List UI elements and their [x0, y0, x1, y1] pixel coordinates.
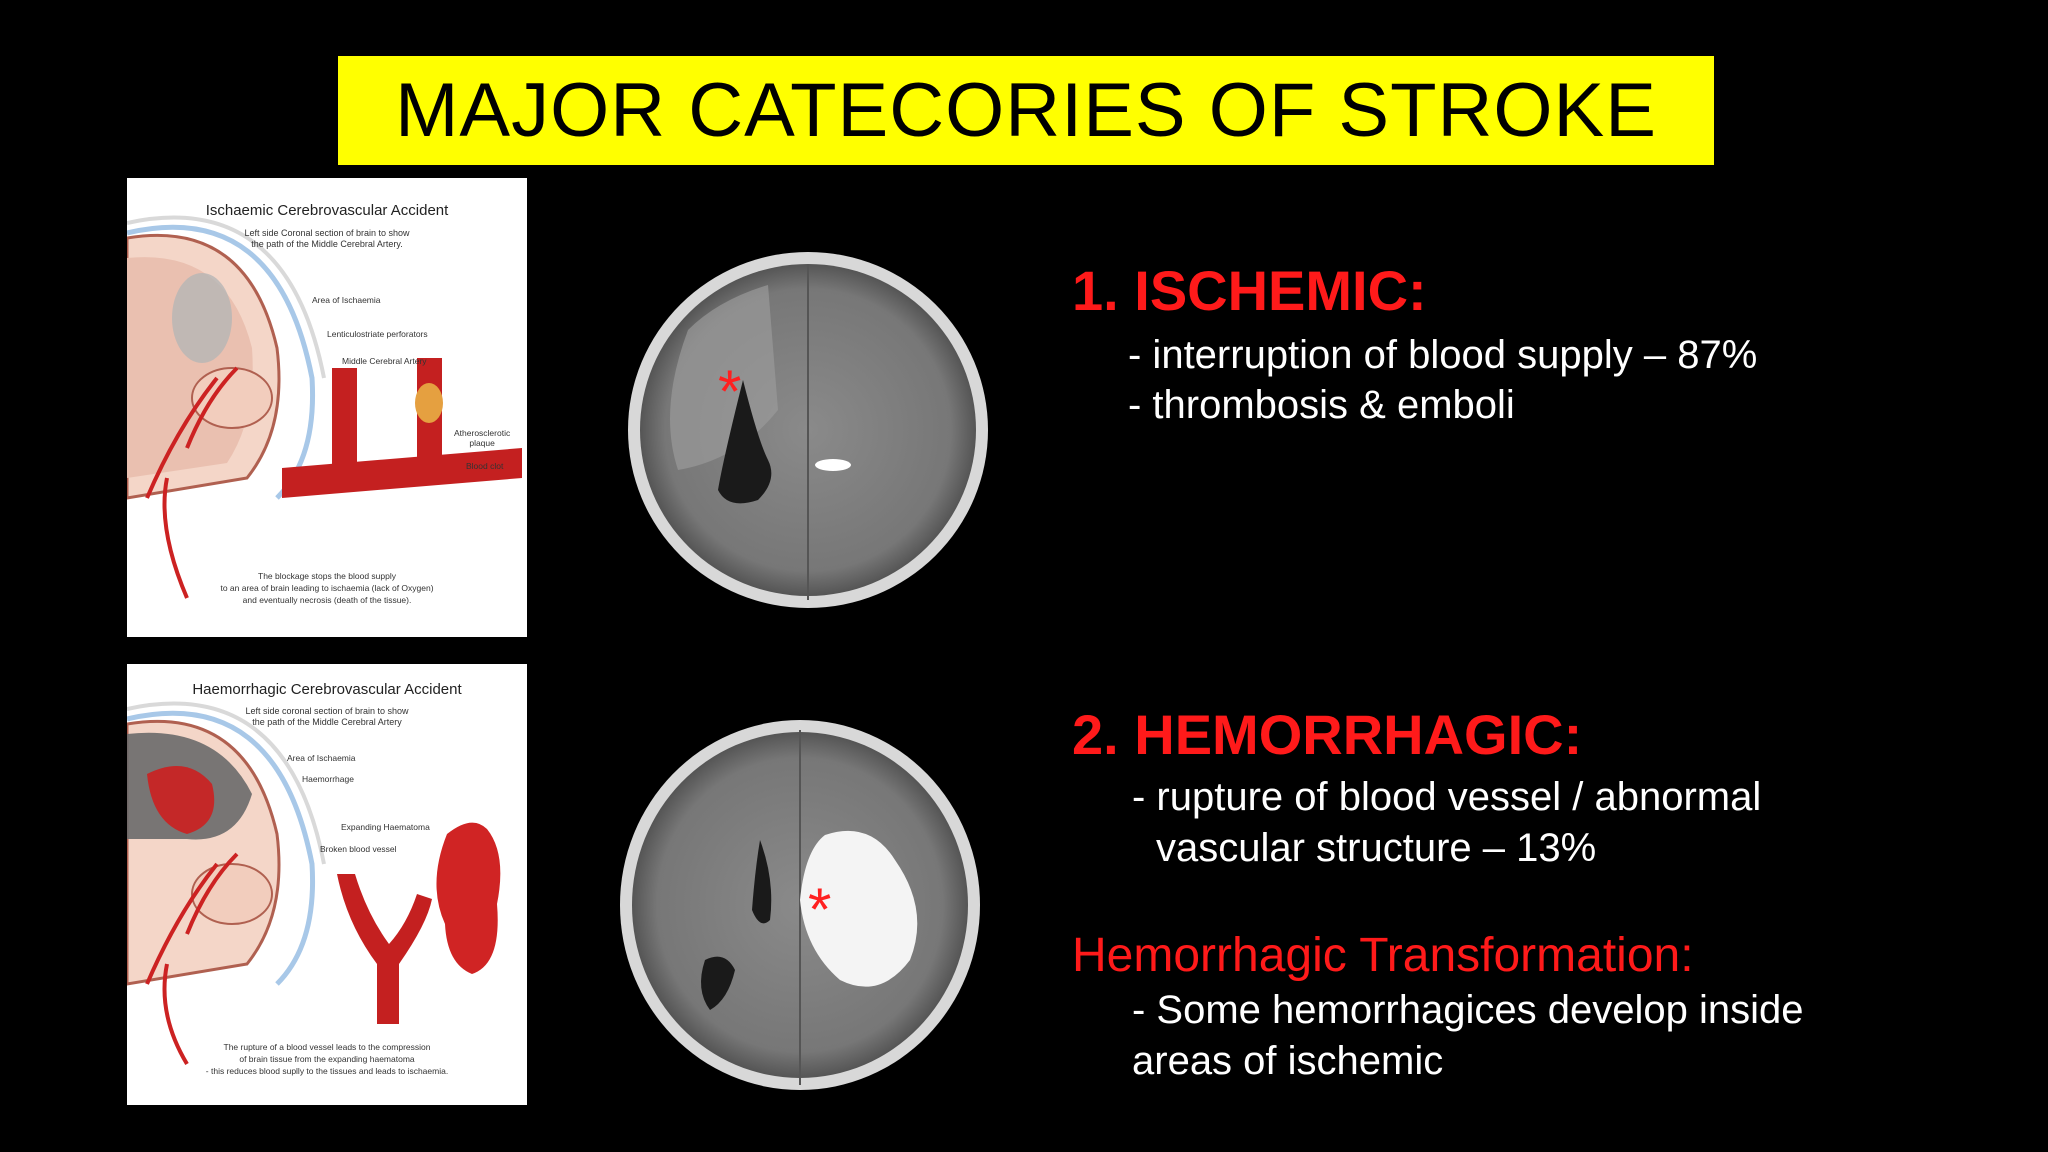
- haemorrhagic-diagram: [127, 701, 501, 1066]
- illustration-subtitle-1: Left side Coronal section of brain to sh…: [244, 228, 410, 238]
- ischaemic-diagram: [127, 215, 522, 599]
- label-haemorrhage: Haemorrhage: [302, 774, 354, 784]
- ischemic-heading: 1. ISCHEMIC:: [1072, 259, 1427, 322]
- illustration-caption-1: The rupture of a blood vessel leads to t…: [223, 1042, 431, 1052]
- illustration-caption-1: The blockage stops the blood supply: [258, 571, 396, 581]
- transformation-line-1: - Some hemorrhagices develop inside: [1132, 988, 1804, 1032]
- ct-lesion-marker: *: [808, 876, 832, 943]
- transformation-line-2: areas of ischemic: [1132, 1039, 1444, 1083]
- ct-scan-ischemic: *: [618, 240, 998, 620]
- label-mca: Middle Cerebral Artery: [342, 356, 427, 366]
- label-athero-line1: Atherosclerotic: [454, 428, 511, 438]
- hemorrhagic-heading: 2. HEMORRHAGIC:: [1072, 703, 1583, 766]
- label-expanding-haematoma: Expanding Haematoma: [341, 822, 430, 832]
- slide-title-bar: MAJOR CATECORIES OF STROKE: [338, 56, 1714, 165]
- ct-scan-hemorrhagic-image: [620, 720, 980, 1090]
- illustration-caption-2: of brain tissue from the expanding haema…: [239, 1054, 415, 1064]
- haemorrhagic-illustration: Haemorrhagic Cerebrovascular Accident Le…: [127, 664, 527, 1105]
- transformation-heading: Hemorrhagic Transformation:: [1072, 929, 1694, 982]
- illustration-caption-3: and eventually necrosis (death of the ti…: [242, 595, 412, 605]
- illustration-subtitle-2: the path of the Middle Cerebral Artery: [252, 717, 402, 727]
- illustration-title: Haemorrhagic Cerebrovascular Accident: [192, 681, 462, 698]
- illustration-caption-3: - this reduces blood suplly to the tissu…: [205, 1066, 449, 1076]
- label-atherosclerotic: Atherosclerotic plaque: [454, 428, 510, 448]
- illustration-title: Ischaemic Cerebrovascular Accident: [205, 202, 449, 219]
- label-athero-line2: plaque: [469, 438, 495, 448]
- ct-scan-ischemic-image: [628, 252, 988, 608]
- label-blood-clot: Blood clot: [466, 461, 504, 471]
- ischaemic-illustration: Ischaemic Cerebrovascular Accident Left …: [127, 178, 527, 637]
- label-lenticulostriate: Lenticulostriate perforators: [327, 329, 428, 339]
- illustration-subtitle-2: the path of the Middle Cerebral Artery.: [251, 239, 403, 249]
- slide-title: MAJOR CATECORIES OF STROKE: [395, 68, 1657, 153]
- ischemic-bullet-1: - interruption of blood supply – 87%: [1128, 333, 1758, 377]
- hemorrhagic-bullet-line-1: - rupture of blood vessel / abnormal: [1132, 775, 1762, 819]
- label-area-ischaemia: Area of Ischaemia: [312, 295, 381, 305]
- illustration-caption-2: to an area of brain leading to ischaemia…: [220, 583, 434, 593]
- label-area-ischaemia: Area of Ischaemia: [287, 753, 356, 763]
- illustration-subtitle-1: Left side coronal section of brain to sh…: [245, 706, 409, 716]
- hemorrhagic-bullet-line-2: vascular structure – 13%: [1156, 826, 1597, 870]
- ct-scan-hemorrhagic: *: [610, 710, 990, 1100]
- label-broken-vessel: Broken blood vessel: [320, 844, 397, 854]
- ischemic-bullet-2: - thrombosis & emboli: [1128, 383, 1515, 427]
- ct-lesion-marker: *: [718, 358, 742, 425]
